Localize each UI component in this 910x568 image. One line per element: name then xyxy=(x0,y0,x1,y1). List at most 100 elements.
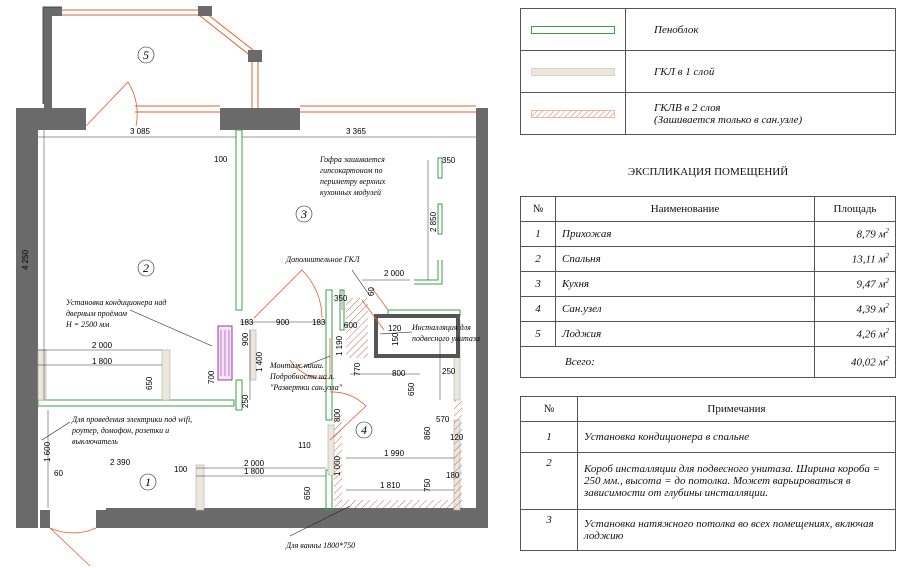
table-row: 1 Прихожая 8,79 м2 xyxy=(520,221,896,247)
block-swatch-icon xyxy=(531,25,615,34)
svg-text:Дополнительное ГКЛ: Дополнительное ГКЛ xyxy=(285,255,360,264)
plan-annotations: Гофра зашивается гипсокартоном по периме… xyxy=(65,155,480,550)
svg-text:110: 110 xyxy=(298,441,311,450)
svg-text:60: 60 xyxy=(54,469,63,478)
loggia-walls xyxy=(42,6,476,113)
legend-row: Пеноблок xyxy=(520,8,896,51)
svg-text:2 000: 2 000 xyxy=(384,269,405,278)
svg-text:350: 350 xyxy=(334,294,348,303)
explication-title: ЭКСПЛИКАЦИЯ ПОМЕЩЕНИЙ xyxy=(627,166,789,178)
svg-text:2 000: 2 000 xyxy=(244,459,265,468)
svg-text:100: 100 xyxy=(174,465,188,474)
floor-plan: 5 2 3 4 1 3 085 3 365 100 350 2 850 4 25… xyxy=(16,6,488,567)
table-row: 2 Спальня 13,11 м2 xyxy=(520,246,896,272)
room-labels: 5 2 3 4 1 xyxy=(137,46,373,491)
air-conditioner-icon xyxy=(217,325,233,381)
svg-text:роутер, домофон, розетки и: роутер, домофон, розетки и xyxy=(71,426,169,435)
dimension-labels: 3 085 3 365 100 350 2 850 4 250 2 000 35… xyxy=(21,127,464,500)
svg-text:выключатель: выключатель xyxy=(72,437,118,446)
svg-text:Инсталляция для: Инсталляция для xyxy=(411,323,471,332)
svg-text:Гофра зашивается: Гофра зашивается xyxy=(319,155,385,164)
svg-text:1 990: 1 990 xyxy=(384,449,405,458)
svg-text:1 190: 1 190 xyxy=(335,335,344,356)
svg-text:860: 860 xyxy=(423,426,432,440)
svg-text:900: 900 xyxy=(276,318,290,327)
toilet-installation-box xyxy=(374,314,460,358)
svg-text:2 390: 2 390 xyxy=(110,458,131,467)
svg-text:H = 2500 мм: H = 2500 мм xyxy=(65,320,109,329)
svg-text:570: 570 xyxy=(436,415,450,424)
notes-table: № Примечания 1 Установка кондиционера в … xyxy=(520,396,896,551)
svg-text:подвесного унитаза: подвесного унитаза xyxy=(412,334,480,343)
room-number: 2 xyxy=(143,261,149,275)
table-row: 3 Установка натяжного потолка во всех по… xyxy=(520,509,896,551)
svg-text:2 850: 2 850 xyxy=(429,211,438,232)
svg-text:800: 800 xyxy=(333,408,342,422)
svg-text:4 250: 4 250 xyxy=(21,249,30,270)
table-row: 4 Сан.узел 4,39 м2 xyxy=(520,296,896,322)
table-row: 5 Лоджия 4,26 м2 xyxy=(520,321,896,347)
svg-text:1 000: 1 000 xyxy=(333,455,342,476)
svg-text:Для ванны 1800*750: Для ванны 1800*750 xyxy=(285,541,355,550)
svg-text:180: 180 xyxy=(446,471,460,480)
svg-text:Для проведения электрики под w: Для проведения электрики под wifi, xyxy=(71,415,192,424)
svg-text:Установка кондиционера над: Установка кондиционера над xyxy=(66,298,166,307)
svg-text:дверным проёмом: дверным проёмом xyxy=(66,309,127,318)
svg-text:1 800: 1 800 xyxy=(92,357,113,366)
svg-text:800: 800 xyxy=(392,369,406,378)
svg-text:650: 650 xyxy=(145,376,154,390)
svg-text:1 810: 1 810 xyxy=(380,481,401,490)
legend-row: ГКЛВ в 2 слоя (Зашивается только в сан.у… xyxy=(520,92,896,135)
svg-text:120: 120 xyxy=(388,324,402,333)
svg-text:100: 100 xyxy=(214,155,228,164)
room-number: 4 xyxy=(361,423,367,437)
svg-text:770: 770 xyxy=(353,362,362,376)
legend-label: Пеноблок xyxy=(625,8,896,51)
leader-lines xyxy=(41,269,413,537)
svg-text:"Развертки сан.узла": "Развертки сан.узла" xyxy=(270,383,343,392)
room-number: 5 xyxy=(143,48,149,62)
legend-label: ГКЛВ в 2 слоя xyxy=(654,101,721,114)
table-row: 2 Короб инсталляции для подвесного унита… xyxy=(520,452,896,510)
svg-text:1 800: 1 800 xyxy=(244,467,265,476)
svg-text:3 365: 3 365 xyxy=(346,127,367,136)
gklv-swatch-icon xyxy=(531,109,615,118)
svg-text:350: 350 xyxy=(442,156,456,165)
svg-text:1 600: 1 600 xyxy=(43,441,52,462)
table-header: № Наименование Площадь xyxy=(520,196,896,222)
explication-table: № Наименование Площадь 1 Прихожая 8,79 м… xyxy=(520,196,896,378)
doors xyxy=(49,81,389,567)
dimension-lines xyxy=(38,130,476,508)
svg-text:650: 650 xyxy=(407,382,416,396)
svg-text:250: 250 xyxy=(442,367,456,376)
svg-text:Подробности на л.: Подробности на л. xyxy=(269,372,334,381)
svg-text:700: 700 xyxy=(207,370,216,384)
block-partitions xyxy=(37,129,461,511)
gkl-swatch-icon xyxy=(531,67,615,76)
svg-text:Монтаж ниши.: Монтаж ниши. xyxy=(269,361,324,370)
legend-row: ГКЛ в 1 слой xyxy=(520,50,896,93)
legend-table: Пеноблок ГКЛ в 1 слой ГКЛВ в 2 слоя (Заш… xyxy=(520,8,896,135)
svg-text:кухонных модулей: кухонных модулей xyxy=(320,188,381,197)
svg-text:3 085: 3 085 xyxy=(130,127,151,136)
svg-text:183: 183 xyxy=(312,318,326,327)
legend-label: ГКЛ в 1 слой xyxy=(625,50,896,93)
table-row: 3 Кухня 9,47 м2 xyxy=(520,271,896,297)
svg-text:периметру верхних: периметру верхних xyxy=(320,177,386,186)
room-number: 3 xyxy=(300,207,307,221)
room-number: 1 xyxy=(145,475,151,489)
svg-text:250: 250 xyxy=(241,394,250,408)
svg-text:60: 60 xyxy=(367,287,376,296)
svg-text:750: 750 xyxy=(423,478,432,492)
legend-label-sub: (Зашивается только в сан.узле) xyxy=(654,113,803,126)
table-row: 1 Установка кондиционера в спальне xyxy=(520,421,896,453)
svg-text:1 400: 1 400 xyxy=(255,351,264,372)
total-row: Всего: 40,02 м2 xyxy=(520,346,896,378)
svg-text:2 000: 2 000 xyxy=(92,341,113,350)
table-header: № Примечания xyxy=(520,396,896,422)
svg-text:183: 183 xyxy=(240,318,254,327)
exterior-walls xyxy=(16,108,488,528)
svg-text:120: 120 xyxy=(450,433,464,442)
gklv-partitions xyxy=(334,298,462,508)
svg-text:гипсокартоном по: гипсокартоном по xyxy=(320,166,382,175)
